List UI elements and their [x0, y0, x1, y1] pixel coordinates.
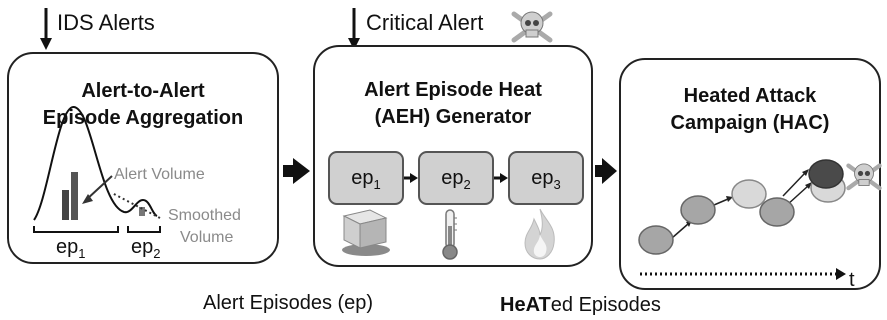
attack-node — [638, 225, 674, 255]
time-axis-label: t — [849, 269, 855, 291]
smoothed-volume-label-line2: Volume — [180, 229, 234, 246]
generator-episode-1: ep1 — [328, 151, 404, 205]
generator-title-line1: Alert Episode Heat — [364, 79, 542, 101]
generator-episode-2: ep2 — [418, 151, 494, 205]
attack-node — [731, 179, 767, 209]
generator-title-line2: (AEH) Generator — [374, 106, 532, 128]
skull-icon — [846, 163, 882, 191]
attack-node — [759, 197, 795, 227]
aggregation-title-line2: Episode Aggregation — [42, 107, 244, 129]
campaign-title-line2: Campaign (HAC) — [670, 112, 830, 134]
alert-volume-bar — [62, 190, 69, 220]
ice-cube-icon — [342, 209, 390, 256]
attack-node-critical — [808, 159, 844, 189]
generator-episode-3: ep3 — [508, 151, 584, 205]
aggregation-episode-1: ep1 — [56, 236, 86, 261]
attack-node — [680, 195, 716, 225]
alert-volume-bar — [139, 207, 145, 216]
smoothed-volume-label-line1: Smoothed — [168, 207, 241, 224]
aggregation-title-line1: Alert-to-Alert — [81, 80, 205, 102]
skull-icon — [511, 11, 553, 43]
aggregation-episode-2: ep2 — [131, 236, 161, 261]
fire-icon — [524, 208, 555, 260]
critical-alert-label: Critical Alert — [366, 10, 484, 35]
alert-episodes-caption: Alert Episodes (ep) — [203, 292, 374, 314]
alert-volume-label: Alert Volume — [114, 166, 205, 183]
thermometer-icon — [442, 209, 458, 260]
ids-alerts-label: IDS Alerts — [57, 10, 155, 35]
alert-volume-bar — [71, 172, 78, 220]
heated-episodes-caption: HeATed Episodes — [500, 294, 661, 316]
campaign-title-line1: Heated Attack — [683, 85, 817, 107]
